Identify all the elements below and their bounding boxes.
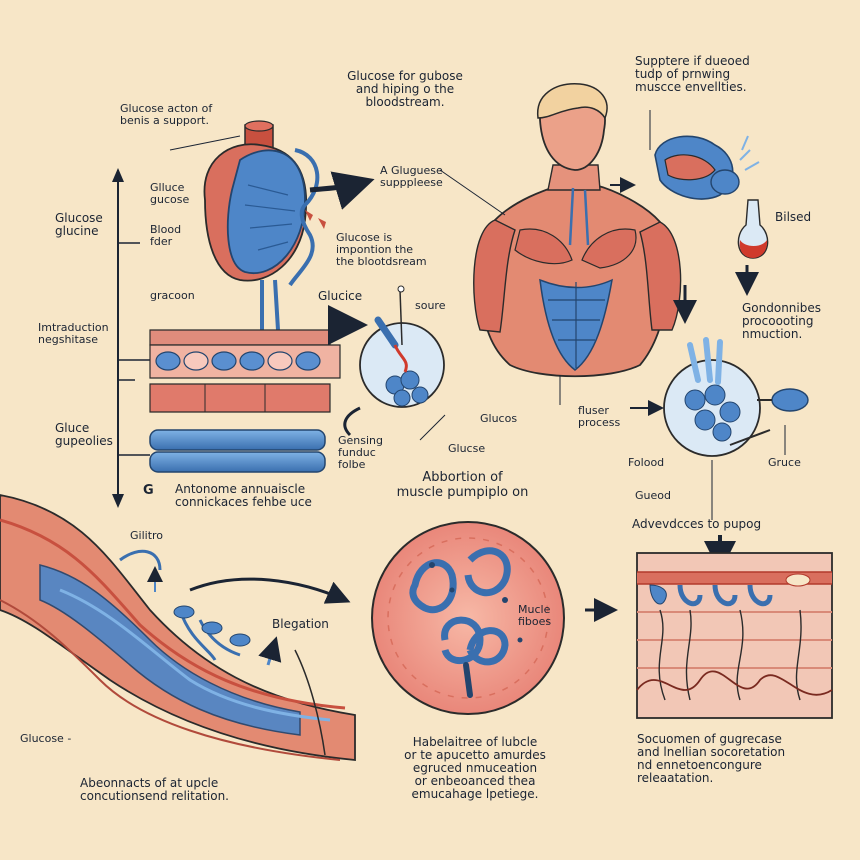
- muscle-bands: [149, 329, 341, 413]
- label-socuomen: Socuomen of gugrecase and lnellian socor…: [637, 732, 786, 785]
- label-folood: Folood: [628, 456, 665, 469]
- label-a-gluguese: A Gluguese supppleese: [380, 164, 443, 189]
- leader-lines: [169, 110, 786, 520]
- muscle-vessel: [0, 494, 356, 761]
- label-muscle-fibers: Mucle fiboes: [518, 603, 552, 628]
- label-absorption: Abbortion of muscle pumpiplo on: [396, 470, 529, 500]
- label-glucose-small: Glucse: [448, 442, 486, 455]
- label-glucose-action: Glucose acton of benis a support.: [120, 102, 213, 127]
- label-abeonnacts: Abeonnacts of at upcle concutionsend rel…: [80, 776, 229, 803]
- label-glucose-is: Glucose is impontion the the blootdsream: [336, 231, 427, 268]
- muscle-blob: [654, 135, 760, 200]
- label-gracoon: gracoon: [150, 289, 195, 302]
- liver-organ: [203, 120, 326, 331]
- label-habelaitree: Habelaitree of lubcle or te apucetto amu…: [404, 735, 546, 801]
- label-gluco-gupcolies: Gluce gupeolies: [55, 421, 113, 448]
- label-source: soure: [415, 299, 446, 312]
- label-glucose-for-glucose: Glucose for gubose and hiping o the bloo…: [347, 69, 463, 109]
- label-bilsed: Bilsed: [775, 210, 812, 224]
- label-g-letter: G: [143, 483, 154, 498]
- flask: [737, 199, 769, 259]
- label-glucos-small: Glucos: [480, 412, 518, 425]
- label-gilitro: Gilitro: [130, 529, 164, 542]
- label-blood-fder: Blood fder: [150, 223, 182, 248]
- label-glucose-glucine: Glucose glucine: [55, 211, 103, 238]
- label-gueod: Gueod: [635, 489, 671, 502]
- uptake-cell: [359, 285, 445, 408]
- tissue-panel: [636, 552, 833, 719]
- label-antonome: Antonome annuaiscle connickaces fehbe uc…: [175, 482, 312, 509]
- muscle-cell: [371, 521, 565, 715]
- label-gensing: Gensing funduc folbe: [338, 434, 384, 471]
- label-gluco-gucose: Glluce gucose: [150, 181, 190, 206]
- label-intraduction: Imtraduction negshitase: [38, 321, 109, 346]
- blue-rods: [149, 429, 326, 473]
- label-supporter: Supptere if dueoed tudp of prnwing muscc…: [635, 54, 750, 94]
- label-blegation: Blegation: [272, 617, 329, 631]
- label-glucose-dash: Glucose -: [20, 732, 72, 745]
- label-gruce: Gruce: [768, 456, 801, 469]
- label-advances: Advevdcces to pupog: [632, 517, 762, 531]
- timeline: [112, 168, 150, 508]
- human-torso: [473, 83, 682, 378]
- label-gondonnibes: Gondonnibes procoooting nmuction.: [742, 301, 822, 341]
- process-cell: [663, 337, 809, 457]
- label-glucice: Glucice: [318, 289, 363, 303]
- label-fluser-process: fluser process: [578, 404, 621, 429]
